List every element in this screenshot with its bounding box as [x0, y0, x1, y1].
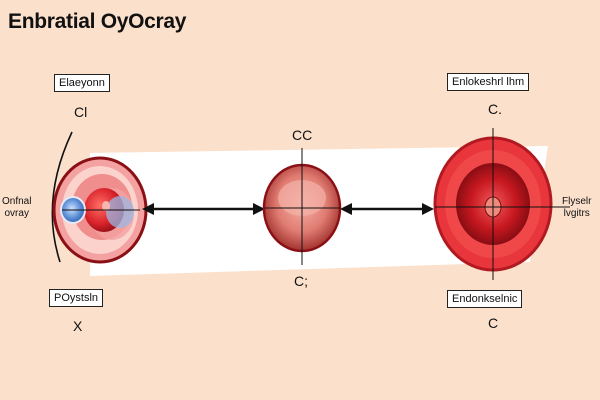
left-top-letter: Cl: [74, 104, 88, 120]
right-top-letter: C.: [488, 101, 502, 117]
right-bottom-letter: C: [488, 315, 499, 331]
left-side-label: Onfnal ovray: [2, 196, 31, 220]
right-side-label-line2: lvgitrs: [563, 208, 590, 219]
right-side-label-line1: Flyselr: [562, 196, 592, 207]
diagram-title: Enbratial OyOcray: [8, 10, 187, 33]
right-top-label-box: Enlokeshrl lhm: [447, 73, 530, 91]
left-bottom-letter: X: [73, 318, 83, 334]
left-bottom-label-box: POystsln: [49, 289, 104, 307]
right-side-label: Flyselr lvgitrs: [562, 196, 591, 220]
left-top-label-box: Elaeyonn: [54, 74, 110, 92]
middle-bottom-letter: C;: [294, 273, 308, 289]
arrow-middle-right: [340, 203, 434, 215]
arrow-left-middle: [142, 203, 265, 215]
left-side-label-line2: ovray: [4, 208, 29, 219]
right-bottom-label-box: Endonkselnic: [447, 290, 523, 308]
left-side-label-line1: Onfnal: [2, 196, 32, 207]
left-bracket-curve: [51, 131, 73, 263]
middle-top-letter: CC: [292, 127, 313, 143]
